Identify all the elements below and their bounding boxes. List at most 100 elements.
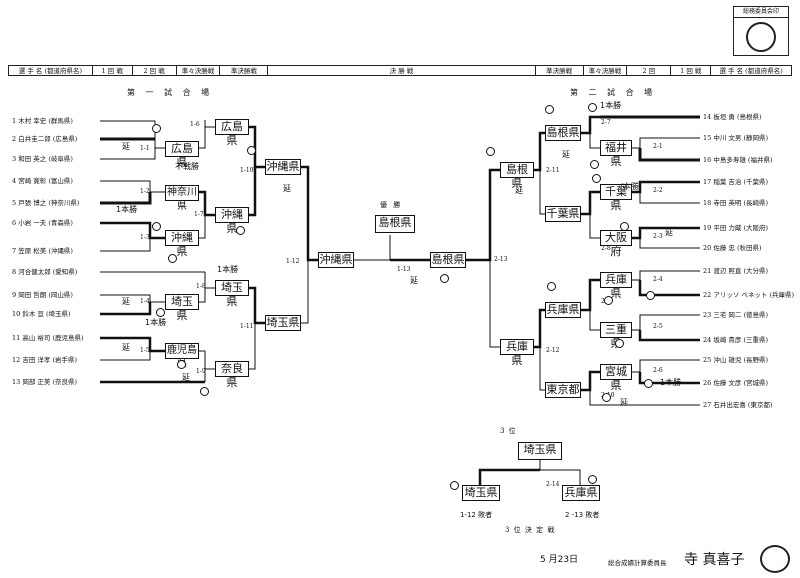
box-hyogo-r2: 兵庫県 [545,302,581,318]
player-entry: 16 中島多寿雄 (福井県) [703,156,773,164]
box-third-right: 兵庫県 [562,485,600,501]
circle-mark [604,296,613,305]
player-entry: 25 沖山 雄児 (長野県) [703,356,769,364]
player-entry: 13 岡部 正美 (奈良県) [12,378,78,386]
footer-date: 5 月23日 [540,555,579,565]
player-entry: 2 白井圭二郎 (広島県) [12,135,78,143]
stamp-label: 総務委員会印 [734,7,788,18]
match-1-2: 1-2 [140,188,150,195]
box-shimane-sf: 島根県 [430,252,466,268]
circle-mark [602,393,611,402]
circle-mark [588,475,597,484]
player-entry: 22 アリッソ ベネット (兵庫県) [703,291,795,299]
match-2-8: 2-8 [601,245,611,252]
player-entry: 6 小岩 一夫 (青森県) [12,219,73,227]
box-okinawa-qf: 沖縄県 [265,159,301,175]
player-entry: 18 寺田 英明 (長崎県) [703,199,769,207]
box-osaka-r1: 大阪府 [600,230,632,258]
circle-mark [152,124,161,133]
note-en-1: 延 [122,142,130,151]
note-en-3: 延 [122,297,130,306]
box-fukui-r1: 福井県 [600,140,632,168]
court1-title: 第 一 試 合 場 [127,88,214,97]
box-kanagawa-r1: 神奈川県 [165,185,199,212]
seal-icon [746,22,776,52]
circle-mark [545,105,554,114]
note-en-4: 延 [122,343,130,352]
circle-mark [592,174,601,183]
footer-signature: 寺 真喜子 [684,552,745,568]
note-en-5: 延 [182,373,190,382]
circle-mark [236,226,245,235]
match-2-11: 2-11 [546,167,560,174]
player-entry: 24 坂崎 貴彦 (三重県) [703,336,769,344]
circle-mark [200,387,209,396]
box-okinawa-r1: 沖縄県 [165,230,199,258]
box-mie-r1: 三重県 [600,322,632,350]
player-entry: 17 稲葉 吉治 (千葉県) [703,178,769,186]
note-en-10: 延 [620,398,628,407]
box-kagoshima-r1: 鹿児島県 [165,343,199,370]
header-cell-h2: 1 回 戦 [93,66,133,75]
seal-icon [760,545,790,573]
match-2-3: 2-3 [653,233,663,240]
box-hiroshima-r1: 広島県 [165,141,199,169]
player-entry: 23 三宅 岡二 (徳島県) [703,311,769,319]
match-2-1: 2-1 [653,143,663,150]
champion-title: 優 勝 [380,201,403,209]
match-1-4: 1-4 [140,298,150,305]
committee-stamp-box: 総務委員会印 [733,6,789,56]
circle-mark [152,222,161,231]
circle-mark [547,282,556,291]
box-saitama-r2: 埼玉県 [215,280,249,308]
box-chiba-r1: 千葉県 [600,184,632,212]
match-1-9: 1-9 [196,368,206,375]
third-decision-title: 3 位 決 定 戦 [505,526,556,534]
note-en-2: 延 [283,184,291,193]
header-cell-h8: 準々決勝戦 [584,66,628,75]
box-hyogo-qf: 兵庫県 [500,339,534,367]
circle-mark [486,147,495,156]
circle-mark [646,291,655,300]
box-okinawa-r2: 沖縄県 [215,207,249,235]
header-cell-h1: 選 手 名 (都道府県名) [9,66,93,75]
header-cell-h5: 準決勝戦 [220,66,269,75]
note-ippon-4: 1本勝 [600,101,622,110]
match-2-13: 2-13 [494,256,508,263]
header-cell-h6: 決 勝 戦 [268,66,536,75]
header-cell-h11: 選 手 名 (都道府県名) [719,67,783,75]
note-ippon-6: /本勝 [620,182,639,191]
box-nara-r2: 奈良県 [215,361,249,389]
note-ippon-2: 1本勝 [217,265,239,274]
box-shimane-r2: 島根県 [545,125,581,141]
circle-mark [168,254,177,263]
note-en-6: 延 [410,276,418,285]
box-shimane-qf: 島根県 [500,162,534,190]
header-cell-h4: 準々決勝戦 [177,66,221,75]
box-hiroshima-r2: 広島県 [215,119,249,147]
match-1-7: 1-7 [194,211,204,218]
match-2-6: 2-6 [653,367,663,374]
player-entry: 19 平田 力蔵 (大阪府) [703,224,769,232]
note-fusensho: 不戦勝 [175,162,199,171]
header-cell-h9: 2 回 [627,66,672,75]
box-saitama-r1: 埼玉県 [165,294,199,322]
box-hyogo-r1: 兵庫県 [600,272,632,300]
box-okinawa-sf: 沖縄県 [318,252,354,268]
header-cell-h3: 2 回 戦 [133,66,177,75]
player-entry: 7 笠原 松美 (沖縄県) [12,247,73,255]
box-miyagi-r1: 宮城県 [600,364,632,392]
match-2-14: 2-14 [546,481,560,488]
circle-mark [450,481,459,490]
note-en-8: 延 [562,150,570,159]
note-ippon-1: 1本勝 [116,205,138,214]
player-entry: 4 宮崎 寛彰 (富山県) [12,177,73,185]
player-entry: 20 佐藤 忠 (秋田県) [703,244,762,252]
match-2-12: 2-12 [546,347,560,354]
match-2-2: 2-2 [653,187,663,194]
third-title: 3 位 [500,427,517,435]
player-entry: 8 河合健太郎 (愛知県) [12,268,78,276]
circle-mark [615,339,624,348]
